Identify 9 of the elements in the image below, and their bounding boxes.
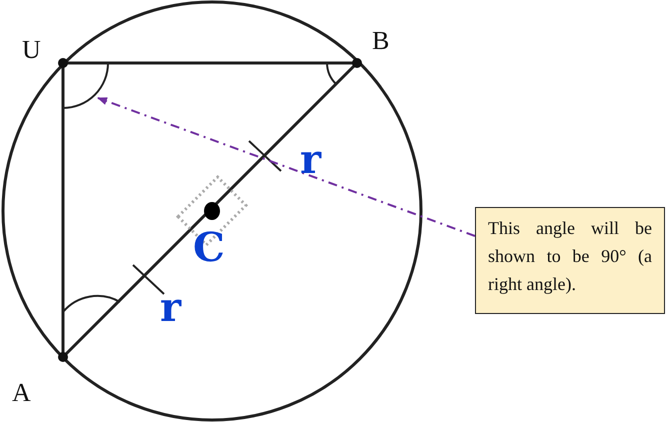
callout-box: This angle will be shown to be 90° (a right angle). [475, 207, 665, 314]
leader-arrow [97, 97, 476, 237]
radius-label: r [160, 288, 182, 328]
centre-label: C [193, 228, 225, 268]
point-label: U [22, 37, 41, 63]
angle-arc [62, 62, 109, 109]
point-label: A [12, 380, 31, 406]
point-label: B [372, 28, 390, 54]
radius-label: r [300, 140, 322, 180]
